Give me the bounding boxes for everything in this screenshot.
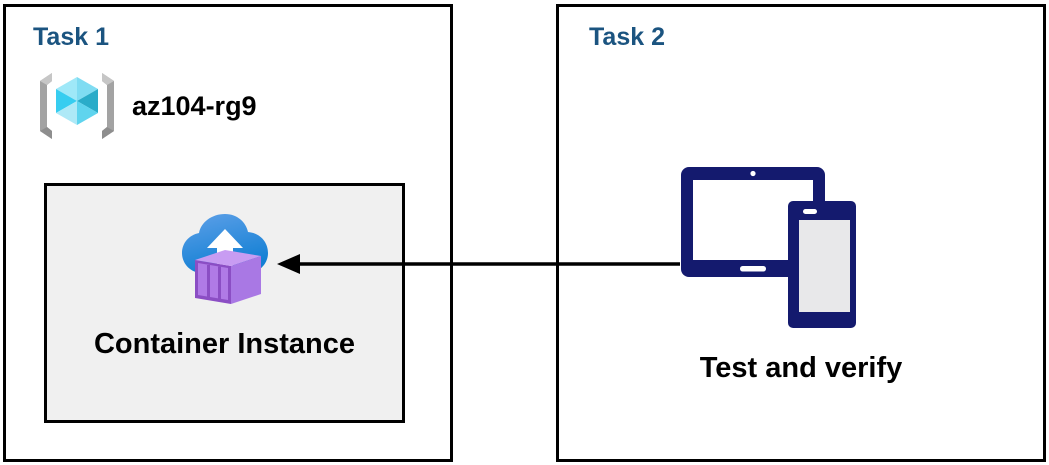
container-instance-card: Container Instance bbox=[44, 183, 405, 423]
connector-arrow bbox=[277, 254, 680, 274]
azure-resource-group-icon bbox=[40, 73, 114, 139]
azure-container-instance-icon bbox=[181, 214, 268, 304]
panel-title-task2: Task 2 bbox=[589, 23, 665, 51]
panel-title-task1: Task 1 bbox=[33, 23, 109, 51]
tablet-and-phone-devices-icon bbox=[681, 167, 856, 328]
container-instance-label: Container Instance bbox=[93, 328, 356, 360]
task-panel-1: Task 1 bbox=[3, 4, 453, 462]
resource-group-label: az104-rg9 bbox=[132, 90, 257, 121]
test-and-verify-label: Test and verify bbox=[699, 352, 903, 384]
resource-group-row: az104-rg9 bbox=[34, 69, 257, 143]
